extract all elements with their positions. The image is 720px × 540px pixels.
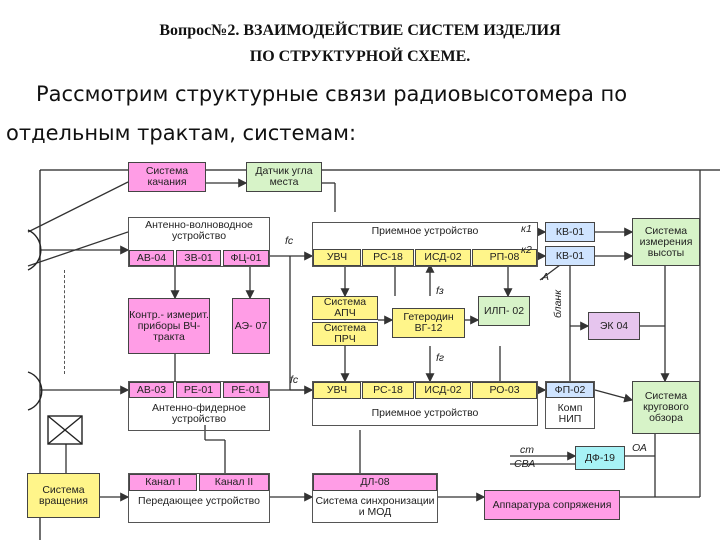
antenna-wave-group <box>128 217 270 267</box>
kanal-1-block: Канал I <box>129 474 197 491</box>
signal-k2: к2 <box>521 244 532 256</box>
sistema-apch-block: Система АПЧ <box>312 296 378 320</box>
av-04-block: АВ-04 <box>129 250 174 266</box>
av-03-block: АВ-03 <box>129 382 174 398</box>
signal-blank: бланк <box>552 289 564 318</box>
rs-18-bottom-block: РС-18 <box>362 382 414 399</box>
kontr-izm-block: Контр.- измерит. приборы ВЧ-тракта <box>128 298 210 354</box>
signal-k1: к1 <box>521 223 532 235</box>
signal-fr: fг <box>436 352 445 364</box>
receiver-top-group <box>312 222 538 267</box>
dl-08-block: ДЛ-08 <box>313 474 437 491</box>
antenna-wave-title: Антенно-волноводное устройство <box>145 219 253 242</box>
signal-sva: СВА <box>514 458 536 470</box>
kanal-2-block: Канал II <box>199 474 269 491</box>
signal-a: А <box>542 271 550 283</box>
sync-group <box>312 473 438 523</box>
antenna-feeder-group <box>128 381 270 431</box>
isd-02-bottom-block: ИСД-02 <box>415 382 471 399</box>
signal-fc-bottom: fc <box>290 374 299 386</box>
signal-oa: ОА <box>632 442 647 454</box>
sistema-prch-block: Система ПРЧ <box>312 322 378 346</box>
antenna-feeder-title: Антенно-фидерное устройство <box>151 402 247 425</box>
receiver-top-title: Приемное устройство <box>371 225 479 237</box>
title-line-2: ПО СТРУКТУРНОЙ СХЕМЕ. <box>249 48 471 65</box>
re-01-b-block: РЕ-01 <box>223 382 269 398</box>
ek-04-block: ЭК 04 <box>588 312 640 340</box>
apparatura-sopr-block: Аппаратура сопряжения <box>484 490 620 520</box>
ae-07-block: АЭ- 07 <box>232 298 270 354</box>
geterodin-block: Гетеродин ВГ-12 <box>392 308 465 338</box>
ro-03-block: РО-03 <box>472 382 537 399</box>
fc-01-block: ФЦ-01 <box>223 250 269 266</box>
zv-01-block: ЗВ-01 <box>176 250 221 266</box>
fp-02-block: ФП-02 <box>546 382 594 398</box>
sistema-kachaniya-block: Система качания <box>128 162 206 192</box>
kv-01-a-block: КВ-01 <box>545 222 595 242</box>
transmitter-group <box>128 473 270 523</box>
rs-18-top-block: РС-18 <box>362 249 414 266</box>
kv-01-b-block: КВ-01 <box>545 246 595 266</box>
izm-vysoty-block: Система измерения высоты <box>632 218 700 266</box>
krug-obzor-block: Система кругового обзора <box>632 381 700 434</box>
komp-nip-label: Комп НИП <box>557 402 583 425</box>
antenna-axis-dashed <box>64 270 65 374</box>
receiver-bottom-group <box>312 381 538 426</box>
signal-f3: fз <box>436 285 444 297</box>
signal-st: ст <box>520 444 534 456</box>
sinhro-label: Система синхронизации и МОД <box>315 495 435 518</box>
subtitle-line-1: Рассмотрим структурные связи радиовысото… <box>36 82 628 106</box>
re-01-a-block: РЕ-01 <box>176 382 221 398</box>
isd-02-top-block: ИСД-02 <box>415 249 471 266</box>
subtitle-line-2: отдельным трактам, системам: <box>6 121 357 145</box>
sistema-vrasheniya-block: Система вращения <box>27 473 100 518</box>
uvch-bottom-block: УВЧ <box>313 382 361 399</box>
receiver-bottom-title: Приемное устройство <box>371 407 479 419</box>
uvch-top-block: УВЧ <box>313 249 361 266</box>
ilp-02-block: ИЛП- 02 <box>478 296 530 326</box>
fp-group <box>545 381 595 429</box>
datchik-ugla-block: Датчик угла места <box>246 162 322 192</box>
df-19-block: ДФ-19 <box>575 446 625 470</box>
rp-08-block: РП-08 <box>472 249 537 266</box>
signal-fc-top: fc <box>285 235 294 247</box>
peredayushee-label: Передающее устройство <box>138 495 260 507</box>
title-line-1: Вопрос№2. ВЗАИМОДЕЙСТВИЕ СИСТЕМ ИЗДЕЛИЯ <box>159 22 561 39</box>
